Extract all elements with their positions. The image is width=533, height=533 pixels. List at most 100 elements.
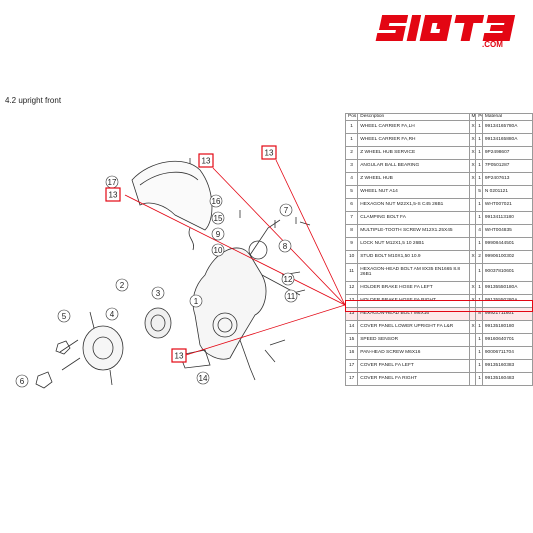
- callout-1: 1: [189, 294, 203, 308]
- svg-text:13: 13: [109, 191, 118, 200]
- cell-material: 99135180180: [481, 320, 533, 334]
- cell-m: [468, 263, 477, 282]
- cell-material: WHT007021: [481, 198, 533, 212]
- wheel-hub-drawing: [82, 325, 124, 371]
- svg-text:3: 3: [156, 289, 161, 298]
- cell-pos: 6: [344, 198, 359, 212]
- cell-description: STUD BOLT M10X1,50 10.9: [357, 250, 470, 264]
- callout-2: 2: [115, 278, 129, 292]
- cell-m: [468, 185, 477, 199]
- cell-description: PAN-HEAD SCREW M6X16: [357, 346, 470, 360]
- cell-m: X: [468, 172, 477, 186]
- cell-material: 99135550180A: [481, 281, 533, 295]
- cell-pos: 15: [344, 333, 359, 347]
- cell-description: ANGULAR BALL BEARING: [357, 159, 470, 173]
- cell-pos: 1: [344, 133, 359, 147]
- cell-m: [468, 307, 477, 321]
- cell-pc: 1: [475, 133, 483, 147]
- wheel-nut-drawing: [55, 340, 71, 355]
- cell-pos: 13: [344, 307, 359, 321]
- cell-description: LOCK NUT M12X1,5 10 26B1: [357, 237, 470, 251]
- cell-m: [468, 346, 477, 360]
- cell-material: 99921711601: [481, 307, 533, 321]
- sigt3-logo: [375, 15, 516, 41]
- callout-13-d: 13: [171, 348, 187, 363]
- cell-material: 7P0501287: [481, 159, 533, 173]
- brand-domain: .COM: [482, 40, 503, 49]
- table-header-row: Pos Description M Pc Material: [344, 113, 533, 121]
- cell-m: [468, 211, 477, 225]
- svg-text:9: 9: [216, 230, 221, 239]
- cell-pos: 12: [344, 294, 359, 308]
- cell-material: 99160640701: [481, 333, 533, 347]
- cell-description: HEXAGON-HEAD BOLT AM 8X35 EN1665 8.8 26B…: [357, 263, 470, 282]
- cell-material: 9P2407613: [481, 172, 533, 186]
- callout-13-c: 13: [261, 145, 277, 160]
- callout-11: 11: [284, 289, 298, 303]
- cell-description: WHEEL NUT A14: [357, 185, 470, 199]
- cell-pos: 1: [344, 120, 359, 134]
- svg-text:16: 16: [212, 197, 221, 206]
- cell-pc: 1: [475, 198, 483, 212]
- svg-text:14: 14: [199, 374, 208, 383]
- cell-description: Z WHEEL HUB SERVICE: [357, 146, 470, 160]
- cell-material: 99135160383: [481, 359, 533, 373]
- cover-panel-drawing: [131, 160, 213, 231]
- cell-pos: 8: [344, 224, 359, 238]
- callout-15: 15: [211, 211, 225, 225]
- cell-description: COVER PANEL LOWER UPRIGHT FA L&R: [357, 320, 470, 334]
- cell-pc: 1: [475, 346, 483, 360]
- svg-text:13: 13: [202, 157, 211, 166]
- cell-pc: 1: [475, 237, 483, 251]
- cell-m: [468, 198, 477, 212]
- cell-description: WHEEL CARRIER FA,LH: [357, 120, 470, 134]
- cell-m: [468, 224, 477, 238]
- cell-pc: 1: [475, 263, 483, 282]
- cell-m: X: [468, 120, 477, 134]
- cell-pc: 5: [475, 185, 483, 199]
- cell-pos: 17: [344, 372, 359, 386]
- header-pos: Pos: [344, 113, 359, 121]
- svg-text:2: 2: [120, 281, 125, 290]
- svg-text:17: 17: [108, 178, 117, 187]
- wheel-carrier-drawing: [192, 247, 267, 360]
- cell-pos: 3: [344, 159, 359, 173]
- header-pc: Pc: [475, 113, 483, 121]
- cell-m: [468, 237, 477, 251]
- cell-pos: 5: [344, 185, 359, 199]
- cell-pc: 1: [475, 320, 483, 334]
- svg-text:8: 8: [283, 242, 288, 251]
- header-m: M: [468, 113, 477, 121]
- cell-pos: 11: [344, 263, 359, 282]
- svg-text:5: 5: [62, 312, 67, 321]
- cell-material: 9P2498607: [481, 146, 533, 160]
- cell-pc: 1: [475, 146, 483, 160]
- exploded-parts-diagram: 17 16 15 9 10 7 8 12 11 1 2 3 4 5 6 14 1…: [15, 145, 345, 389]
- svg-text:13: 13: [175, 352, 184, 361]
- cell-description: CLAMPING BOLT FA: [357, 211, 470, 225]
- cell-description: COVER PANEL FA RIGHT: [357, 372, 470, 386]
- svg-text:12: 12: [284, 275, 293, 284]
- cell-description: HEXAGON NUT M22X1,5-S C45 26B1: [357, 198, 470, 212]
- cell-description: HOLDER BRAKE HOSE FA RIGHT: [357, 294, 470, 308]
- cell-pc: 1: [475, 294, 483, 308]
- callout-9: 9: [211, 227, 225, 241]
- cell-m: X: [468, 133, 477, 147]
- cell-material: 99908444501: [481, 237, 533, 251]
- cell-material: 99135160483: [481, 372, 533, 386]
- cell-pos: 2: [344, 146, 359, 160]
- header-description: Description: [357, 113, 470, 121]
- callout-7: 7: [279, 203, 293, 217]
- svg-text:15: 15: [214, 214, 223, 223]
